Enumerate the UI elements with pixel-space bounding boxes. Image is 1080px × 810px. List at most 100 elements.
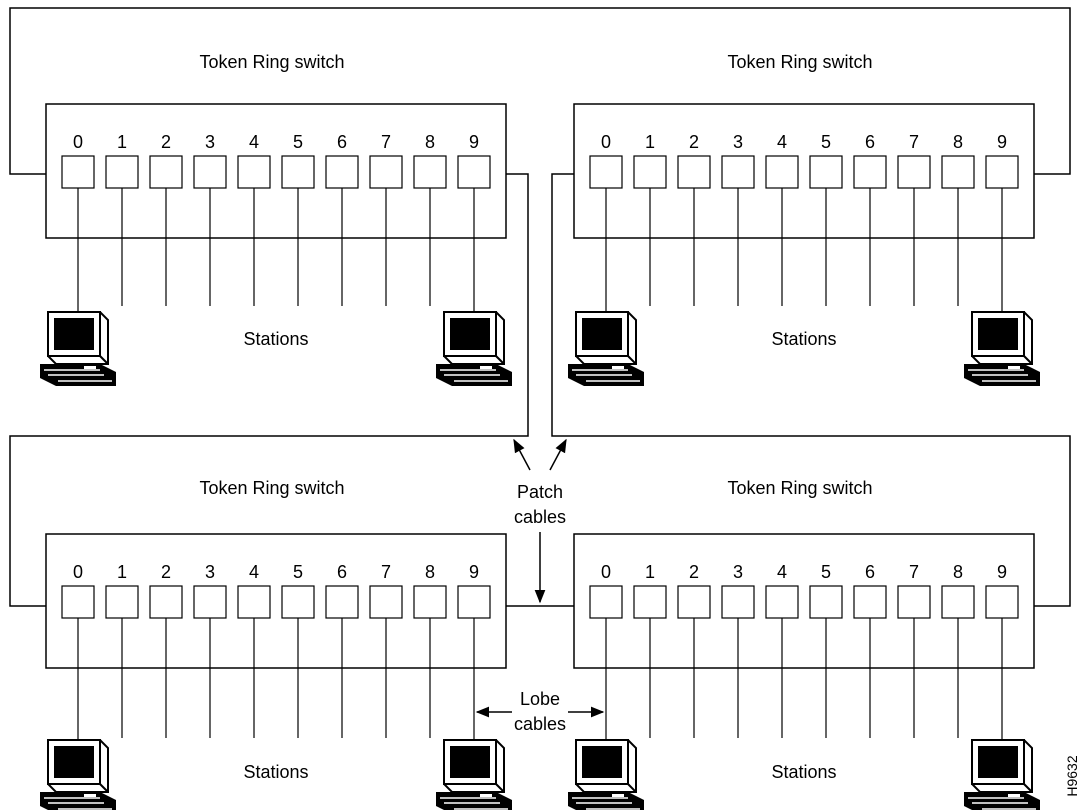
switch-label: Token Ring switch [199, 52, 344, 72]
port-number: 3 [733, 562, 743, 582]
port-number: 2 [689, 132, 699, 152]
port-number: 5 [293, 132, 303, 152]
port-number: 6 [865, 562, 875, 582]
switch-port [677, 155, 711, 189]
switch-port [105, 585, 139, 619]
port-number: 6 [337, 132, 347, 152]
port-number: 8 [425, 562, 435, 582]
port-number: 0 [73, 562, 83, 582]
port-number: 9 [997, 132, 1007, 152]
port-number: 8 [953, 132, 963, 152]
patch-cable-links [9, 7, 1071, 607]
switch-port [193, 585, 227, 619]
port-number: 5 [821, 132, 831, 152]
computer-workstation-icon [567, 311, 645, 387]
port-number: 3 [205, 132, 215, 152]
switch-port [105, 155, 139, 189]
switch-port [413, 585, 447, 619]
port-number: 4 [777, 562, 787, 582]
switch-port [809, 155, 843, 189]
port-number: 0 [601, 562, 611, 582]
computer-workstation-icon [39, 311, 117, 387]
switch-port [985, 585, 1019, 619]
port-number: 4 [249, 132, 259, 152]
switch-port [897, 585, 931, 619]
switch-port [589, 585, 623, 619]
computer-workstation-icon [963, 311, 1041, 387]
switch-port [193, 155, 227, 189]
lobe-label-line1: Lobe [520, 689, 560, 709]
switch-port [589, 155, 623, 189]
switch-port [633, 585, 667, 619]
patch-cable-tl-bl [9, 173, 529, 607]
switch-label: Token Ring switch [727, 478, 872, 498]
patch-cable-top [9, 7, 1071, 175]
switch-port [369, 155, 403, 189]
arrow-icon [549, 438, 567, 471]
port-number: 7 [909, 132, 919, 152]
switch-port [853, 155, 887, 189]
switch-port [413, 155, 447, 189]
port-number: 6 [337, 562, 347, 582]
port-number: 2 [689, 562, 699, 582]
figure-id: H9632 [1064, 755, 1080, 796]
patch-label-line2: cables [514, 507, 566, 527]
port-number: 2 [161, 132, 171, 152]
port-number: 0 [601, 132, 611, 152]
stations-label: Stations [243, 762, 308, 782]
switch-port [281, 585, 315, 619]
port-number: 2 [161, 562, 171, 582]
switch-port [633, 155, 667, 189]
switch-port [369, 585, 403, 619]
port-number: 3 [205, 562, 215, 582]
port-number: 7 [381, 562, 391, 582]
port-number: 3 [733, 132, 743, 152]
switch-port [325, 585, 359, 619]
switch-port [237, 155, 271, 189]
port-number: 8 [425, 132, 435, 152]
switch-port [897, 155, 931, 189]
port-number: 5 [821, 562, 831, 582]
switch-port [853, 585, 887, 619]
switch-port [941, 585, 975, 619]
port-number: 1 [117, 132, 127, 152]
port-number: 8 [953, 562, 963, 582]
switch-port [677, 585, 711, 619]
computer-workstation-icon [39, 739, 117, 810]
port-number: 7 [381, 132, 391, 152]
arrow-icon [513, 438, 531, 471]
port-number: 1 [117, 562, 127, 582]
switch-port [61, 155, 95, 189]
patch-label-line1: Patch [517, 482, 563, 502]
switch-port [149, 155, 183, 189]
port-number: 4 [777, 132, 787, 152]
port-number: 6 [865, 132, 875, 152]
lobe-label-line2: cables [514, 714, 566, 734]
port-number: 5 [293, 562, 303, 582]
port-number: 4 [249, 562, 259, 582]
computer-workstation-icon [567, 739, 645, 810]
port-number: 7 [909, 562, 919, 582]
port-number: 9 [469, 562, 479, 582]
stations-label: Stations [771, 329, 836, 349]
switch-port [765, 155, 799, 189]
stations-label: Stations [243, 329, 308, 349]
port-number: 1 [645, 562, 655, 582]
switch-port [237, 585, 271, 619]
switch-port [809, 585, 843, 619]
computer-workstation-icon [963, 739, 1041, 810]
annotations: Patch cables Lobe cables H9632 [475, 438, 1080, 797]
computer-workstation-icon [435, 739, 513, 810]
switch-port [721, 585, 755, 619]
switch-label: Token Ring switch [199, 478, 344, 498]
port-number: 9 [997, 562, 1007, 582]
port-number: 0 [73, 132, 83, 152]
switch-port [61, 585, 95, 619]
stations-label: Stations [771, 762, 836, 782]
